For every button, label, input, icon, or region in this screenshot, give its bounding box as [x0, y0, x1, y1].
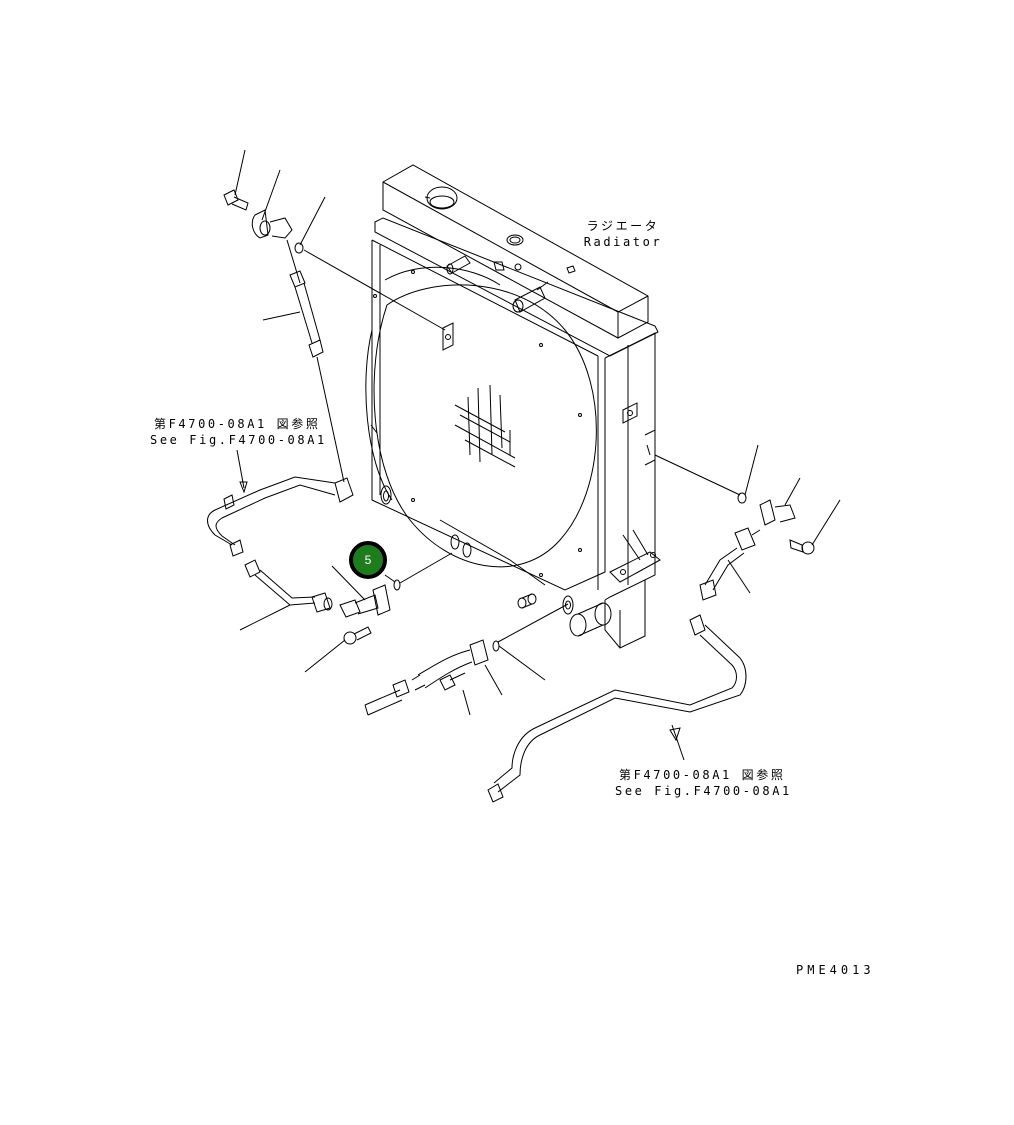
lower-hose-assembly: [364, 603, 569, 716]
radiator-label-en: Radiator: [583, 235, 663, 249]
reference-right-jp: 第F4700-08A1 図参照: [619, 768, 786, 782]
upper-left-hose-assembly: [223, 149, 446, 503]
radiator-label: ラジエータ Radiator: [578, 218, 668, 250]
reference-left-jp: 第F4700-08A1 図参照: [154, 417, 321, 431]
part-callout-5[interactable]: 5: [349, 541, 387, 579]
right-tube-assembly: [487, 614, 747, 803]
drawing-code: PME4013: [796, 963, 875, 977]
left-tube-assembly: [207, 449, 453, 673]
reference-label-right: 第F4700-08A1 図参照 See Fig.F4700-08A1: [615, 767, 792, 799]
reference-left-en: See Fig.F4700-08A1: [150, 433, 327, 447]
reference-right-en: See Fig.F4700-08A1: [615, 784, 792, 798]
callout-number: 5: [364, 553, 372, 567]
radiator: [365, 164, 661, 649]
right-hose-assembly: [654, 444, 841, 601]
radiator-label-jp: ラジエータ: [586, 219, 660, 233]
reference-label-left: 第F4700-08A1 図参照 See Fig.F4700-08A1: [150, 416, 327, 448]
